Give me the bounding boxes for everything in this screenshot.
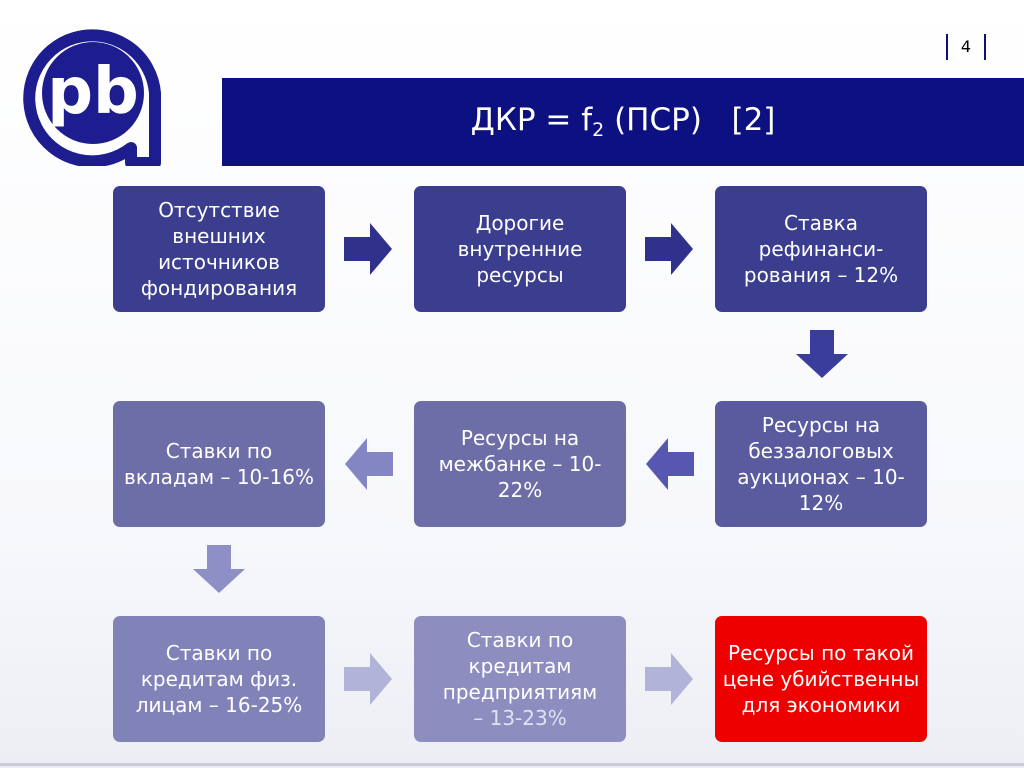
svg-text:pb: pb bbox=[47, 55, 139, 129]
box-individual-loan-rates: Ставки по кредитам физ. лицам – 16-25% bbox=[113, 616, 325, 742]
arrow-right-icon bbox=[645, 223, 693, 275]
arrow-down-icon bbox=[796, 330, 848, 378]
box-expensive-internal-resources: Дорогие внутренние ресурсы bbox=[414, 186, 626, 312]
box-no-external-funding: Отсутствие внешних источников фондирован… bbox=[113, 186, 325, 312]
box-enterprise-loan-rates: Ставки по кредитам предприятиям– 13-23% bbox=[414, 616, 626, 742]
arrow-down-icon bbox=[193, 545, 245, 593]
arrow-right-icon bbox=[344, 223, 392, 275]
arrow-left-icon bbox=[646, 438, 694, 490]
box-unsecured-auctions: Ресурсы на беззалоговых аукционах – 10-1… bbox=[715, 401, 927, 527]
bank-logo-icon: pb bbox=[23, 29, 161, 166]
box-interbank-resources: Ресурсы на межбанке – 10-22% bbox=[414, 401, 626, 527]
arrow-right-icon bbox=[645, 653, 693, 705]
bottom-divider bbox=[0, 763, 1024, 766]
slide-title: ДКР = f2 (ПСР) [2] bbox=[470, 102, 776, 141]
box-refinancing-rate: Ставка рефинанси-рования – 12% bbox=[715, 186, 927, 312]
page-number: 4 bbox=[946, 34, 986, 60]
enterprise-rate-value: – 13-23% bbox=[473, 706, 567, 730]
box-deposit-rates: Ставки по вкладам – 10-16% bbox=[113, 401, 325, 527]
arrow-left-icon bbox=[345, 438, 393, 490]
arrow-right-icon bbox=[344, 653, 392, 705]
box-killing-economy: Ресурсы по такой цене убийственны для эк… bbox=[715, 616, 927, 742]
title-bar: ДКР = f2 (ПСР) [2] bbox=[222, 78, 1024, 166]
